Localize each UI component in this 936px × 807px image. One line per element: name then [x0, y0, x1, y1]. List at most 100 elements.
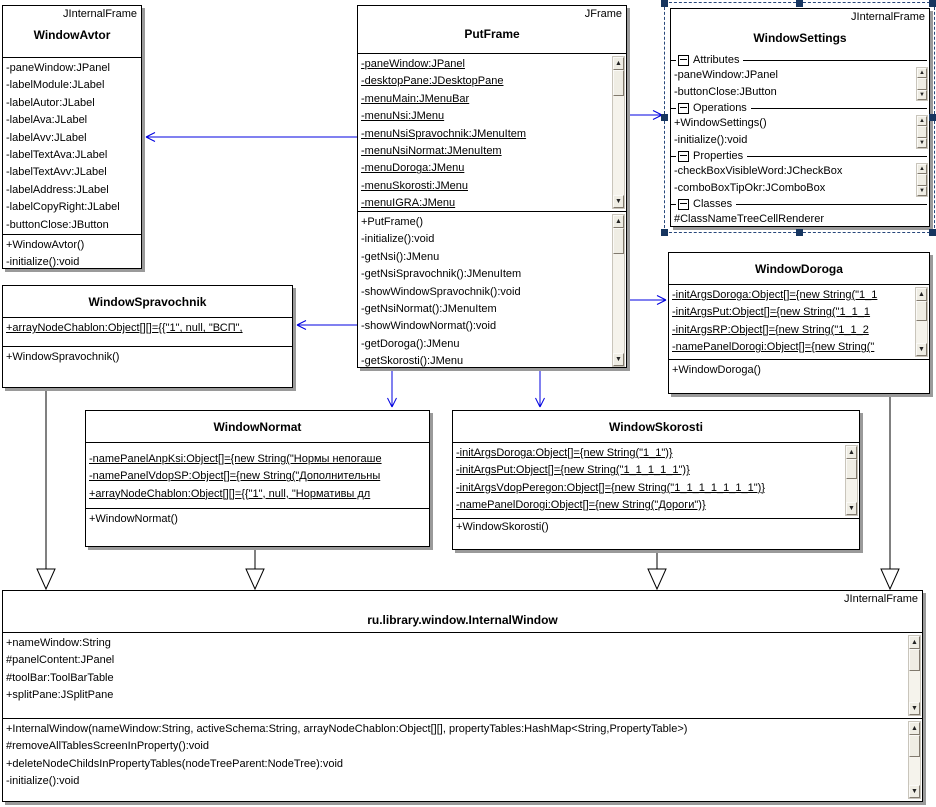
edge-windowskorosti-extends-internalwindow[interactable]	[647, 551, 667, 591]
scrollbar-track[interactable]	[916, 321, 927, 343]
attribute-row: -initArgsDoroga:Object[]={new String("1_…	[456, 447, 673, 459]
attribute-row: -menuIGRA:JMenu	[361, 197, 456, 210]
scroll-down-button[interactable]: ▼	[916, 343, 927, 356]
arrow-down-icon: ▼	[615, 356, 622, 363]
class-windownormat[interactable]: WindowNormat -namePanelAnpKsi:Object[]={…	[85, 410, 430, 547]
method-row: -getSkorosti():JMenu	[361, 355, 464, 368]
class-windowskorosti[interactable]: WindowSkorosti -initArgsDoroga:Object[]=…	[452, 410, 860, 550]
class-internalwindow[interactable]: JInternalFrame ru.library.window.Interna…	[2, 590, 923, 802]
collapse-icon[interactable]	[678, 54, 689, 66]
scrollbar-track[interactable]	[613, 254, 624, 353]
stereotype-label: JInternalFrame	[851, 11, 925, 23]
edge-putframe-to-windowsettings[interactable]	[627, 110, 663, 120]
attribute-row: -labelAva:JLabel	[6, 114, 88, 127]
method-row: +WindowDoroga()	[672, 364, 761, 376]
vertical-scrollbar[interactable]: ▲ ▼	[612, 214, 625, 367]
scroll-up-button[interactable]: ▲	[613, 215, 624, 228]
arrow-up-icon: ▲	[911, 639, 918, 646]
scroll-down-button[interactable]: ▼	[917, 138, 927, 148]
method-row: +deleteNodeChildsInPropertyTables(nodeTr…	[6, 757, 344, 770]
scroll-down-button[interactable]: ▼	[846, 502, 857, 515]
vertical-scrollbar[interactable]: ▲ ▼	[916, 115, 928, 149]
method-row: -getNsiSpravochnik():JMenuItem	[361, 268, 522, 281]
attribute-row: -menuNsiSpravochnik:JMenuItem	[361, 127, 527, 140]
vertical-scrollbar[interactable]: ▲ ▼	[908, 635, 921, 716]
scroll-down-button[interactable]: ▼	[613, 353, 624, 366]
scrollbar-thumb[interactable]	[917, 78, 927, 90]
edge-windownormat-extends-internalwindow[interactable]	[245, 548, 265, 591]
class-windowsettings[interactable]: JInternalFrame WindowSettings Attributes…	[670, 8, 930, 227]
edge-putframe-to-windowavtor[interactable]	[145, 132, 357, 142]
vertical-scrollbar[interactable]: ▲ ▼	[915, 287, 928, 357]
selection-handle-bottom-left[interactable]	[661, 229, 668, 236]
collapse-icon[interactable]	[678, 198, 689, 210]
collapse-icon[interactable]	[678, 102, 689, 114]
vertical-scrollbar[interactable]: ▲ ▼	[612, 56, 625, 209]
attribute-row: -paneWindow:JPanel	[674, 69, 778, 81]
scrollbar-thumb[interactable]	[613, 70, 624, 96]
method-row: -initialize():void	[6, 256, 80, 268]
vertical-scrollbar[interactable]: ▲ ▼	[845, 445, 858, 516]
attribute-row: -initArgsRP:Object[]={new String("1_1_2	[672, 323, 869, 336]
scrollbar-thumb[interactable]	[846, 459, 857, 479]
section-classes: Classes #ClassNameTreeCellRenderer	[671, 197, 929, 228]
edge-putframe-to-windowdoroga[interactable]	[627, 295, 667, 305]
scroll-up-button[interactable]: ▲	[917, 116, 927, 126]
scrollbar-thumb[interactable]	[917, 126, 927, 138]
class-putframe[interactable]: JFrame PutFrame -paneWindow:JPanel -desk…	[357, 5, 627, 368]
scroll-up-button[interactable]: ▲	[917, 68, 927, 78]
attribute-row: +arrayNodeChablon:Object[][]={{"1", null…	[89, 487, 371, 500]
scrollbar-thumb[interactable]	[613, 228, 624, 254]
scrollbar-thumb[interactable]	[916, 301, 927, 321]
section-label: Attributes	[693, 54, 740, 66]
vertical-scrollbar[interactable]: ▲ ▼	[908, 721, 921, 799]
attribute-row: -labelTextAva:JLabel	[6, 148, 108, 161]
class-windowdoroga[interactable]: WindowDoroga -initArgsDoroga:Object[]={n…	[668, 252, 930, 394]
scroll-up-button[interactable]: ▲	[909, 636, 920, 649]
scroll-down-button[interactable]: ▼	[917, 186, 927, 196]
scrollbar-thumb[interactable]	[909, 649, 920, 671]
scrollbar-thumb[interactable]	[909, 735, 920, 757]
edge-putframe-to-windowspravochnik[interactable]	[296, 320, 357, 330]
edge-windowdoroga-extends-internalwindow[interactable]	[880, 395, 900, 591]
scroll-up-button[interactable]: ▲	[613, 57, 624, 70]
arrow-up-icon: ▲	[848, 449, 855, 456]
selection-handle-bottom-middle[interactable]	[796, 229, 803, 236]
scrollbar-thumb[interactable]	[917, 174, 927, 186]
method-row: #removeAllTablesScreenInProperty():void	[6, 740, 209, 753]
edge-putframe-to-windownormat[interactable]	[387, 369, 397, 408]
scroll-down-button[interactable]: ▼	[613, 195, 624, 208]
section-label: Classes	[693, 198, 733, 210]
edge-windowspravochnik-extends-internalwindow[interactable]	[36, 389, 56, 591]
scrollbar-track[interactable]	[846, 479, 857, 502]
scroll-down-button[interactable]: ▼	[909, 785, 920, 798]
scroll-up-button[interactable]: ▲	[909, 722, 920, 735]
method-row: -getNsiNormat():JMenuItem	[361, 302, 497, 315]
edge-putframe-to-windowskorosti[interactable]	[535, 369, 545, 408]
collapse-icon[interactable]	[678, 150, 689, 162]
scroll-up-button[interactable]: ▲	[917, 164, 927, 174]
scrollbar-track[interactable]	[909, 671, 920, 702]
section-operations: Operations +WindowSettings() -initialize…	[671, 101, 929, 149]
selection-handle-top-right[interactable]	[929, 0, 936, 7]
scrollbar-track[interactable]	[909, 757, 920, 785]
attribute-row: -namePanelDorogi:Object[]={new String("	[672, 341, 875, 354]
attribute-row: -buttonClose:JButton	[674, 86, 777, 98]
selection-handle-middle-left[interactable]	[661, 114, 668, 121]
selection-handle-top-left[interactable]	[661, 0, 668, 7]
selection-handle-top-middle[interactable]	[796, 0, 803, 7]
method-row: +WindowNormat()	[89, 513, 178, 525]
selection-handle-bottom-right[interactable]	[929, 229, 936, 236]
scroll-up-button[interactable]: ▲	[846, 446, 857, 459]
vertical-scrollbar[interactable]: ▲ ▼	[916, 163, 928, 197]
arrow-down-icon: ▼	[919, 91, 925, 98]
scrollbar-track[interactable]	[613, 96, 624, 195]
class-windowspravochnik[interactable]: WindowSpravochnik +arrayNodeChablon:Obje…	[2, 285, 293, 388]
class-windowavtor[interactable]: JInternalFrame WindowAvtor -paneWindow:J…	[2, 5, 142, 269]
scroll-down-button[interactable]: ▼	[917, 90, 927, 100]
vertical-scrollbar[interactable]: ▲ ▼	[916, 67, 928, 101]
selection-handle-middle-right[interactable]	[929, 114, 936, 121]
scroll-down-button[interactable]: ▼	[909, 702, 920, 715]
scroll-up-button[interactable]: ▲	[916, 288, 927, 301]
